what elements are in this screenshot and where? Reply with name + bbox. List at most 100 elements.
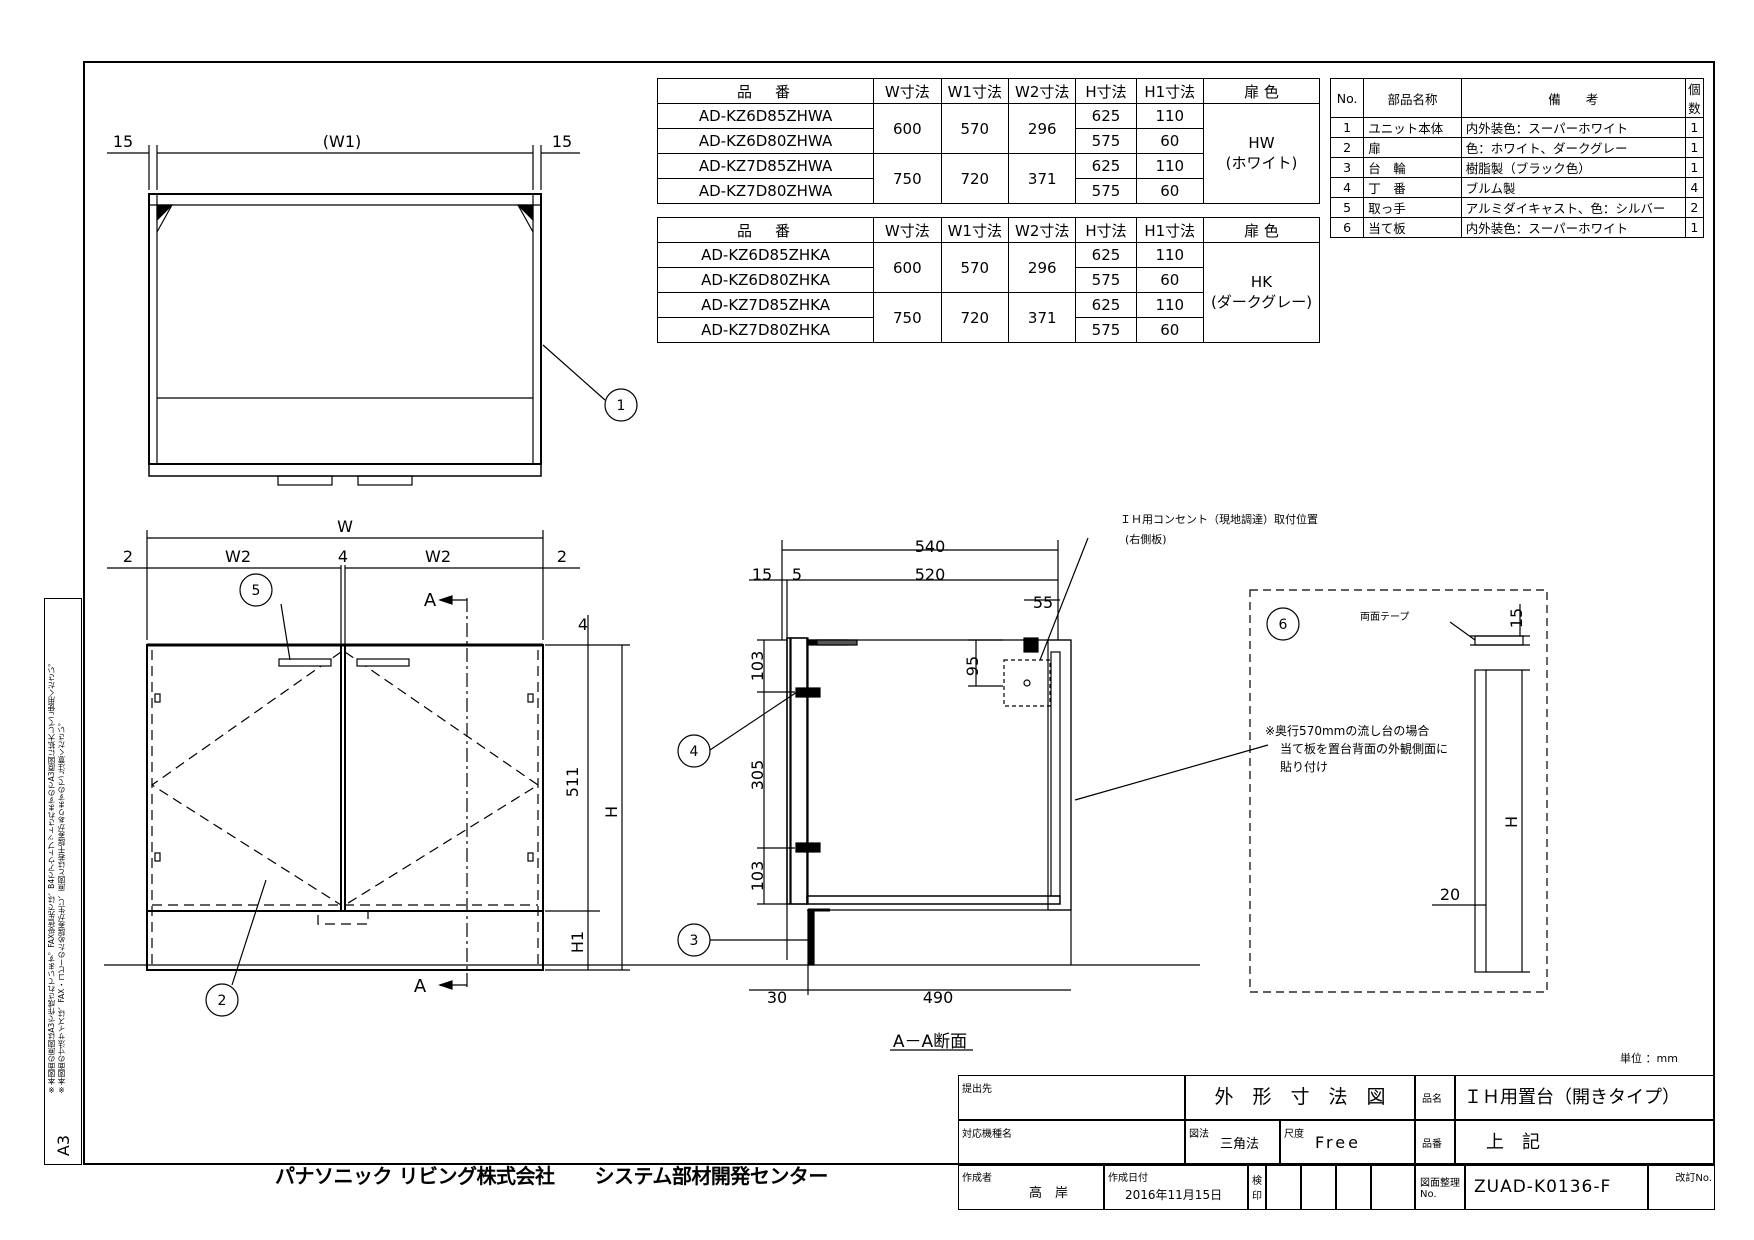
door-color: HK (ダークグレー)	[1202, 242, 1321, 343]
dim-label: 4	[338, 547, 348, 566]
note-line: 貼り付け	[1280, 759, 1328, 774]
section-label: A－A断面	[893, 1032, 967, 1052]
col-header: 扉 色	[1202, 78, 1321, 104]
part-no-value: 上 記	[1455, 1120, 1715, 1165]
field-label: 提出先	[962, 1084, 992, 1095]
field-label: 尺度	[1284, 1129, 1304, 1140]
plate-view	[1249, 589, 1548, 993]
part-name: ユニット本体	[1363, 117, 1462, 138]
color-name: (ダークグレー)	[1210, 293, 1313, 311]
field-label: 図面整理No.	[1420, 1178, 1460, 1200]
outlet-sublabel: (右側板)	[1125, 532, 1167, 546]
author-value: 高 岸	[1029, 1186, 1069, 1201]
dim-label: 520	[915, 565, 946, 584]
drawing-frame	[83, 61, 1715, 1165]
dim-label: 305	[748, 760, 767, 791]
callout-number: 1	[617, 398, 626, 414]
color-code: HK	[1250, 273, 1273, 291]
h1-value: 110	[1135, 153, 1204, 179]
col-header: No.	[1329, 78, 1365, 118]
dim-label: 15	[752, 565, 772, 584]
parts-row: 6 当て板 内外装色：スーパーホワイト 1	[1329, 217, 1705, 238]
company-label: パナソニック リビング株式会社	[275, 1164, 555, 1188]
front-view	[104, 530, 1200, 990]
side-note-line: ※本図面の原図はA3で作成されています。FAX受信先では、B4でアウトプットされ…	[47, 658, 56, 1094]
dim-label: W	[337, 517, 353, 536]
field-label: 検印	[1252, 1176, 1262, 1202]
callout-circle	[677, 923, 711, 957]
date-cell: 作成日付 2016年11月15日	[1104, 1165, 1248, 1210]
w1-value: 720	[940, 153, 1010, 204]
field-label: 図法	[1189, 1129, 1209, 1140]
outlet-label: ＩＨ用コンセント（現地調達）取付位置	[1120, 512, 1318, 526]
color-name: (ホワイト)	[1225, 154, 1298, 172]
field-label: 作成日付	[1108, 1173, 1148, 1184]
section-mark: A	[424, 590, 437, 611]
dim-label: 511	[563, 767, 582, 798]
stamp-cell	[1301, 1165, 1336, 1210]
dim-label: 2	[123, 547, 133, 566]
stamp-cell	[1266, 1165, 1301, 1210]
dim-label: 490	[923, 988, 954, 1007]
callout-circle	[239, 573, 273, 607]
col-header: H寸法	[1075, 217, 1137, 243]
drawing-no-label-cell: 図面整理No.	[1415, 1165, 1465, 1210]
dim-label: H	[1502, 816, 1521, 828]
note-line: 当て板を置台背面の外観側面に	[1280, 741, 1448, 756]
callout-circle	[604, 388, 638, 422]
dim-label: 95	[963, 656, 982, 676]
h1-value: 60	[1135, 267, 1204, 293]
part-number: AD-KZ6D80ZHKA	[656, 267, 875, 293]
w-value: 750	[873, 153, 942, 204]
callout-circle	[205, 983, 239, 1017]
dim-label: 15	[1507, 608, 1526, 628]
revision-cell: 改訂No.	[1648, 1165, 1715, 1210]
part-number: AD-KZ6D85ZHWA	[656, 103, 875, 129]
date-value: 2016年11月15日	[1125, 1188, 1223, 1202]
col-header: 部品名称	[1363, 78, 1462, 118]
field-label: 改訂No.	[1675, 1173, 1712, 1184]
w2-value: 371	[1007, 153, 1077, 204]
h-value: 575	[1075, 317, 1137, 343]
callout-circle	[1266, 607, 1300, 641]
product-name: ＩＨ用置台（開きタイプ）	[1455, 1075, 1715, 1120]
part-number: AD-KZ7D85ZHWA	[656, 153, 875, 179]
part-number: AD-KZ7D80ZHKA	[656, 317, 875, 343]
dim-label: W2	[425, 547, 451, 566]
part-no: 2	[1329, 137, 1365, 158]
part-number: AD-KZ6D80ZHWA	[656, 128, 875, 154]
w2-value: 296	[1007, 103, 1077, 154]
field-label: 作成者	[962, 1173, 992, 1184]
dim-label: 55	[1033, 593, 1053, 612]
note-line: ※奥行570mmの流し台の場合	[1265, 723, 1429, 738]
callout-number: 5	[252, 583, 261, 599]
section-mark: A	[414, 976, 427, 997]
color-code: HW	[1248, 134, 1275, 152]
method-value: 三角法	[1220, 1137, 1260, 1152]
part-no: 6	[1329, 217, 1365, 238]
dim-label: H1	[568, 931, 587, 953]
method-cell: 図法三角法	[1185, 1120, 1280, 1165]
dim-label: 15	[113, 132, 133, 151]
w1-value: 720	[940, 292, 1010, 343]
part-number: AD-KZ6D85ZHKA	[656, 242, 875, 268]
h-value: 575	[1075, 178, 1137, 204]
model-cell: 対応機種名	[958, 1120, 1185, 1165]
drawing-number: ZUAD-K0136-F	[1465, 1165, 1648, 1210]
part-note: ブルム製	[1460, 177, 1686, 198]
product-table-hw: 品 番 W寸法 W1寸法 W2寸法 H寸法 H1寸法 扉 色 AD-KZ6D85…	[656, 78, 1321, 204]
tape-label: 両面テープ	[1360, 611, 1409, 623]
part-no-label-cell: 品番	[1415, 1120, 1455, 1165]
part-no: 5	[1329, 197, 1365, 218]
department-label: システム部材開発センター	[594, 1164, 828, 1188]
callout-number: 2	[218, 993, 227, 1009]
side-note-text: ※本図面の原図はA3で作成されています。FAX受信先では、B4でアウトプットされ…	[47, 659, 67, 1094]
name-label-cell: 品名	[1415, 1075, 1455, 1120]
door-color: HW (ホワイト)	[1202, 103, 1321, 204]
title-block: 提出先 外 形 寸 法 図 品名 ＩＨ用置台（開きタイプ） 対応機種名 図法三角…	[958, 1075, 1715, 1210]
h1-value: 60	[1135, 128, 1204, 154]
part-qty: 1	[1684, 217, 1705, 238]
h1-value: 110	[1135, 292, 1204, 318]
col-header: W1寸法	[940, 217, 1010, 243]
